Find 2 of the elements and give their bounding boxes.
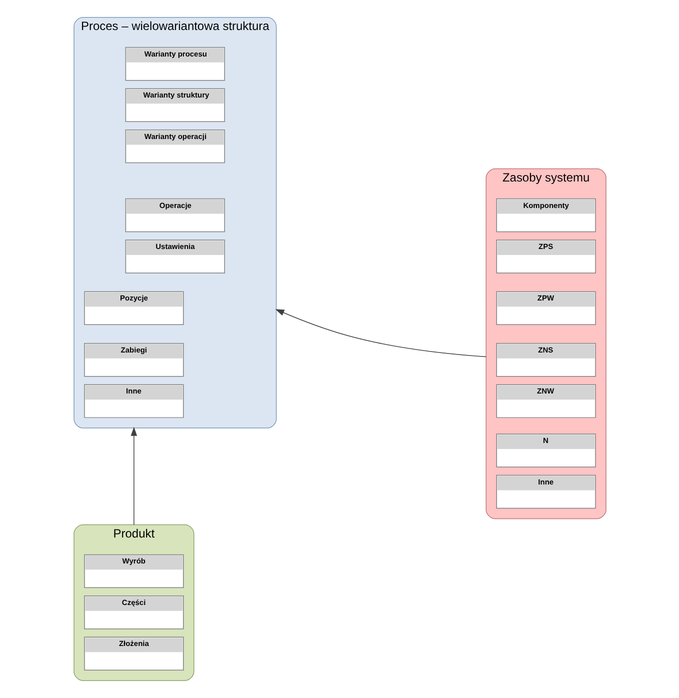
- arrow: [130, 426, 137, 526]
- arrow: [274, 309, 486, 358]
